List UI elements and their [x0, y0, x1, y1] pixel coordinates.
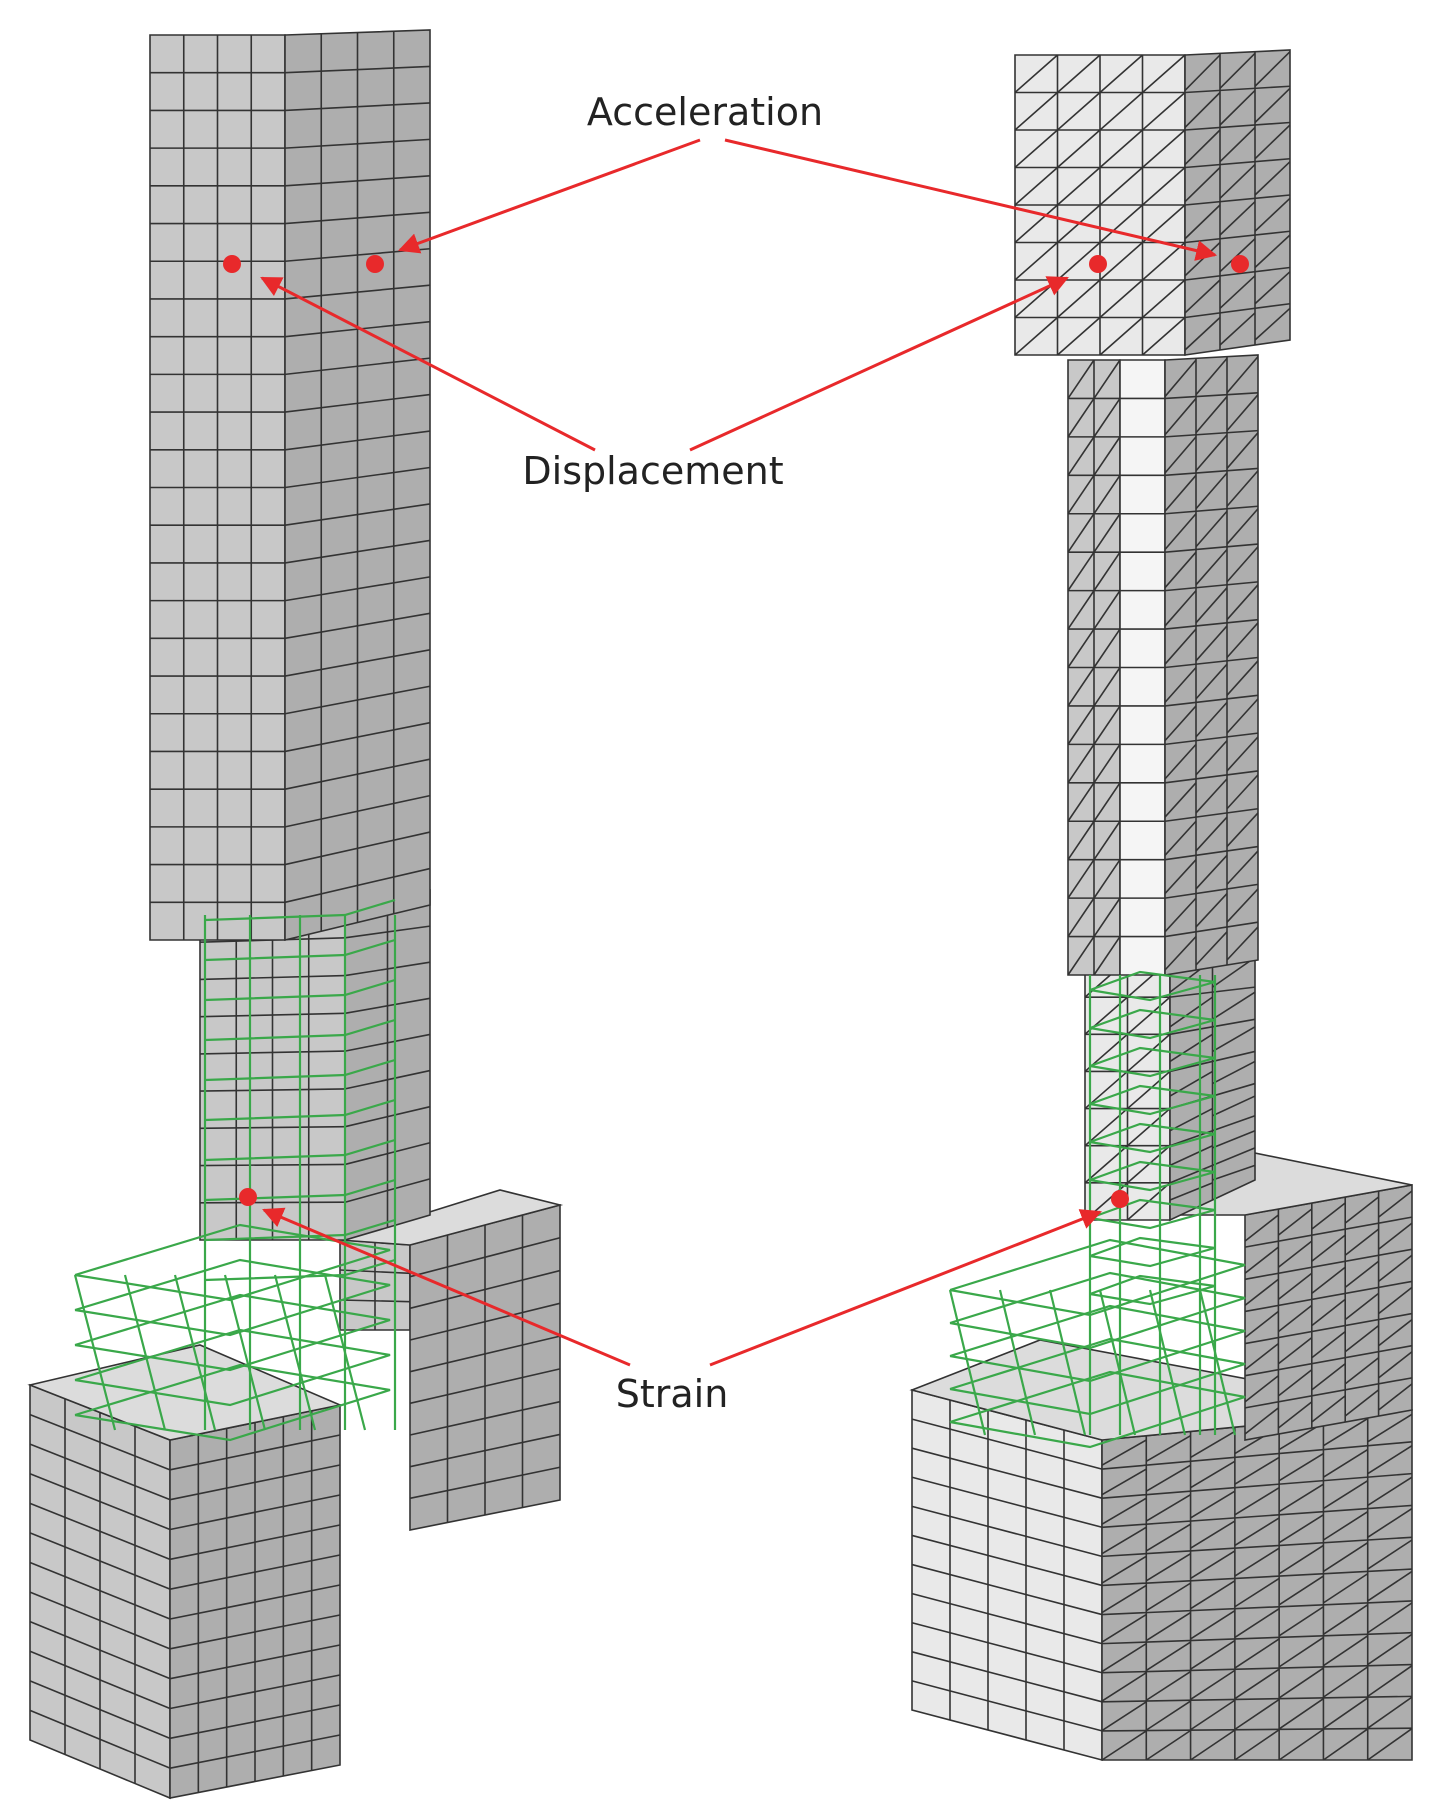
strain-arrow-right	[709, 1209, 1102, 1367]
sensor-annotations: Acceleration Displacement Strain	[223, 90, 1249, 1416]
left-column-side-face-mesh	[344, 895, 431, 1228]
displacement-arrow-right	[689, 276, 1069, 452]
right-head-side-face-mesh	[1184, 51, 1291, 351]
right-footing-side-face-mesh	[1101, 1413, 1413, 1761]
left-rebar-footing-grid	[74, 1258, 391, 1337]
strain-sensor-left	[239, 1188, 257, 1206]
left-rebar-footing-vertical	[173, 1274, 217, 1431]
left-rebar-footing-vertical	[273, 1274, 317, 1431]
right-column-upper-front-face-mesh	[1067, 359, 1121, 976]
acceleration-label: Acceleration	[587, 90, 823, 134]
right-rebar-footing-grid	[949, 1337, 1246, 1416]
left-rebar-footing-grid	[74, 1363, 391, 1442]
strain-sensor-right	[1111, 1190, 1129, 1208]
right-head-side-face	[1184, 49, 1291, 356]
strain-label: Strain	[616, 1372, 729, 1416]
displacement-arrow-left	[260, 276, 596, 452]
left-footing-side-face-mesh	[169, 1410, 341, 1793]
displacement-label: Displacement	[522, 449, 783, 493]
left-pedestal-side-face-mesh	[409, 1215, 561, 1523]
right-column-model-tetrahedral	[909, 49, 1413, 1762]
displacement-sensor-left	[223, 255, 241, 273]
left-rebar-footing-vertical	[123, 1274, 167, 1431]
right-rebar-stirrup	[1089, 1236, 1216, 1268]
left-head-side-face-mesh	[284, 31, 431, 932]
right-rebar-footing-vertical	[1148, 1289, 1187, 1436]
left-rebar-footing-grid	[74, 1328, 391, 1407]
right-rebar-cage	[948, 970, 1246, 1449]
left-column-model-hexahedral	[27, 29, 564, 1800]
right-pedestal-side-face-mesh	[1244, 1190, 1413, 1435]
right-rebar-footing-vertical	[1048, 1289, 1087, 1436]
right-footing-front-face-mesh	[911, 1400, 1103, 1750]
right-rebar-footing-grid	[949, 1370, 1246, 1449]
acceleration-sensor-left	[366, 255, 384, 273]
displacement-sensor-right	[1089, 255, 1107, 273]
right-footing-front-face	[911, 1388, 1103, 1762]
acceleration-arrow-right	[724, 138, 1218, 261]
left-rebar-footing-vertical	[323, 1274, 367, 1431]
right-rebar-footing-vertical	[1198, 1289, 1237, 1436]
right-column-upper-highlight-mesh	[1120, 397, 1165, 938]
right-rebar-footing-vertical	[1098, 1289, 1137, 1436]
left-head-front-face-mesh	[150, 35, 285, 940]
acceleration-arrow-left	[398, 138, 701, 254]
strain-arrow-left	[262, 1207, 631, 1367]
right-rebar-footing-grid	[949, 1238, 1246, 1317]
acceleration-sensor-right	[1231, 255, 1249, 273]
left-rebar-footing-vertical	[223, 1274, 267, 1431]
left-footing-front-face-mesh	[29, 1398, 171, 1784]
right-rebar-footing-grid	[949, 1304, 1246, 1383]
right-column-lower-side-face-mesh	[1169, 956, 1256, 1201]
right-column-upper-side-face-mesh	[1164, 356, 1259, 971]
right-footing-side-face	[1101, 1409, 1413, 1761]
right-rebar-footing-grid	[949, 1271, 1246, 1350]
right-rebar-footing-vertical	[998, 1289, 1037, 1436]
left-rebar-footing-vertical	[73, 1274, 117, 1431]
right-rebar-footing-vertical	[948, 1289, 987, 1436]
